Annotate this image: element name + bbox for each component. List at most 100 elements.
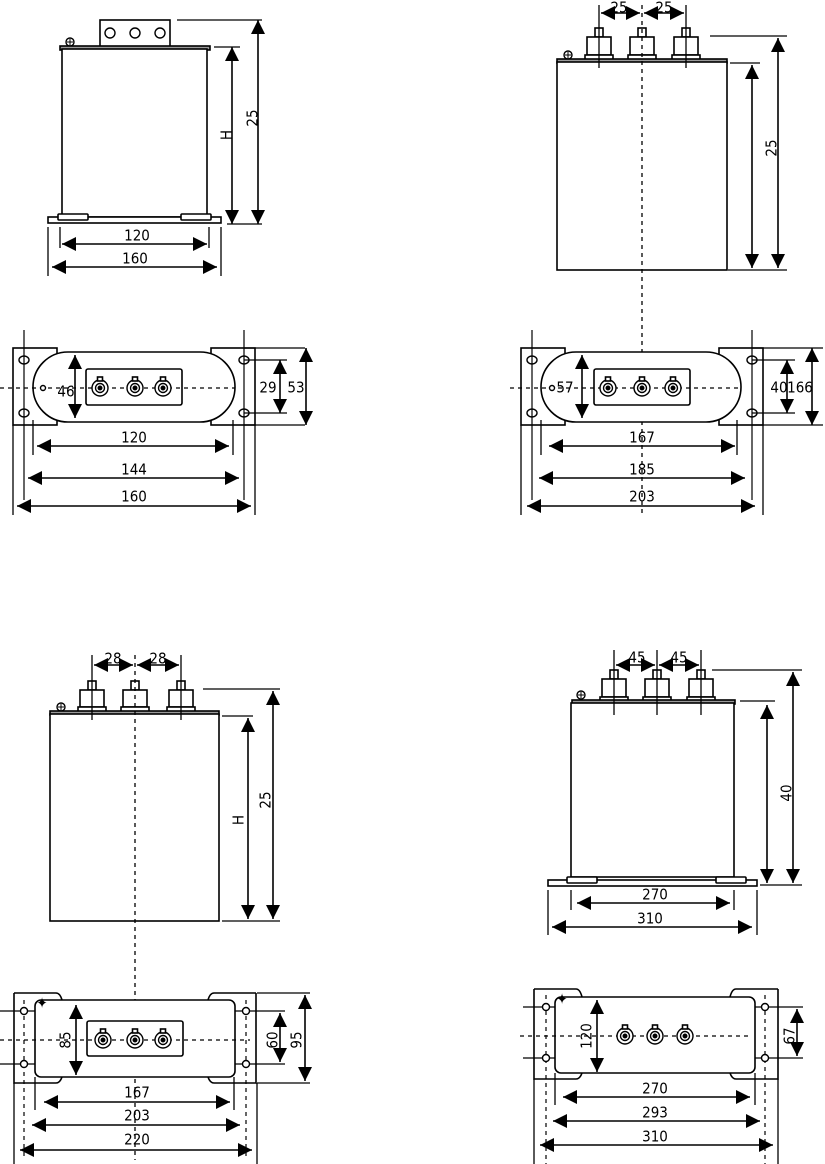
mounting-hole	[241, 1006, 251, 1016]
arrowhead	[299, 348, 313, 362]
dimension-label: 220	[124, 1131, 150, 1149]
arrowhead	[527, 499, 541, 513]
arrowhead	[165, 658, 179, 672]
terminal-core	[652, 1033, 658, 1039]
dimension-label: 270	[642, 886, 668, 904]
arrowhead	[273, 360, 287, 374]
foot	[715, 876, 747, 884]
arrowhead	[626, 6, 640, 20]
arrowhead	[590, 1058, 604, 1072]
dimension-label: 160	[122, 250, 148, 268]
arrowhead	[659, 658, 673, 672]
terminal-core	[132, 1037, 138, 1043]
height-label: H	[230, 815, 248, 825]
polarity-mark: ✦	[556, 990, 567, 1008]
arrowhead	[716, 896, 730, 910]
dimension-label: 185	[629, 461, 655, 479]
arrowhead	[553, 1114, 567, 1128]
arrowhead	[20, 1143, 34, 1157]
arrowhead	[760, 705, 774, 719]
arrowhead	[771, 38, 785, 52]
arrowhead	[805, 348, 819, 362]
arrowhead	[37, 439, 51, 453]
arrowhead	[273, 1048, 287, 1062]
arrowhead	[273, 1013, 287, 1027]
capacitor-body	[61, 48, 208, 218]
height-label: H	[218, 130, 236, 140]
arrowhead	[746, 1114, 760, 1128]
flange	[207, 992, 257, 1084]
dimension-label: 120	[124, 227, 150, 245]
flange	[729, 988, 779, 1080]
dimension-label: 120	[121, 429, 147, 447]
arrowhead	[137, 658, 151, 672]
arrowhead	[226, 1118, 240, 1132]
arrowhead	[575, 404, 589, 418]
depth-label: 120	[578, 1023, 596, 1049]
dimension-label: 310	[637, 910, 663, 928]
terminal-core	[682, 1033, 688, 1039]
arrowhead	[119, 658, 133, 672]
terminal-tab	[131, 1028, 139, 1034]
total-height-label: 25	[763, 139, 781, 156]
vent-mark	[39, 384, 47, 392]
arrowhead	[741, 499, 755, 513]
dimension-label: 45	[670, 649, 687, 667]
arrowhead	[745, 254, 759, 268]
dimension-label: 310	[642, 1128, 668, 1146]
arrowhead	[69, 1005, 83, 1019]
dimension-label: 144	[121, 461, 147, 479]
arrowhead	[616, 658, 630, 672]
polarity-mark: ✦	[36, 994, 47, 1012]
arrowhead	[790, 1009, 804, 1023]
terminal-core	[670, 385, 676, 391]
arrowhead	[539, 471, 553, 485]
arrowhead	[786, 869, 800, 883]
dimension-label: 40	[770, 379, 787, 397]
dimension-label: 166	[787, 379, 813, 397]
arrowhead	[759, 1138, 773, 1152]
arrowhead	[298, 1067, 312, 1081]
dimension-label: 28	[149, 650, 166, 668]
arrowhead	[601, 6, 615, 20]
flange	[533, 988, 583, 1080]
arrowhead	[780, 360, 794, 374]
arrowhead	[94, 658, 108, 672]
terminal-tab	[651, 1024, 659, 1030]
arrowhead	[44, 1095, 58, 1109]
arrowhead	[266, 905, 280, 919]
dimension-label: 167	[124, 1084, 150, 1102]
arrowhead	[52, 260, 66, 274]
arrowhead	[685, 658, 699, 672]
arrowhead	[577, 896, 591, 910]
arrowhead	[266, 691, 280, 705]
arrowhead	[216, 1095, 230, 1109]
dimension-label: 293	[642, 1104, 668, 1122]
foot	[57, 213, 89, 221]
arrowhead	[299, 411, 313, 425]
terminal-core	[160, 385, 166, 391]
dimension-label: 203	[629, 488, 655, 506]
arrowhead	[771, 254, 785, 268]
arrowhead	[790, 1042, 804, 1056]
capacitor-body	[570, 702, 735, 878]
arrowhead	[225, 47, 239, 61]
arrowhead	[563, 1090, 577, 1104]
arrowhead	[273, 399, 287, 413]
arrowhead	[238, 1143, 252, 1157]
mounting-hole	[760, 1002, 770, 1012]
terminal-tab	[96, 376, 104, 382]
dimension-label: 203	[124, 1107, 150, 1125]
arrowhead	[721, 439, 735, 453]
terminal-hole	[104, 27, 116, 39]
arrowhead	[241, 718, 255, 732]
terminal-core	[160, 1037, 166, 1043]
depth-label: 57	[556, 379, 573, 397]
terminal-core	[132, 385, 138, 391]
arrowhead	[69, 1061, 83, 1075]
arrowhead	[68, 355, 82, 369]
terminal-tab	[131, 376, 139, 382]
mounting-hole	[241, 1059, 251, 1069]
